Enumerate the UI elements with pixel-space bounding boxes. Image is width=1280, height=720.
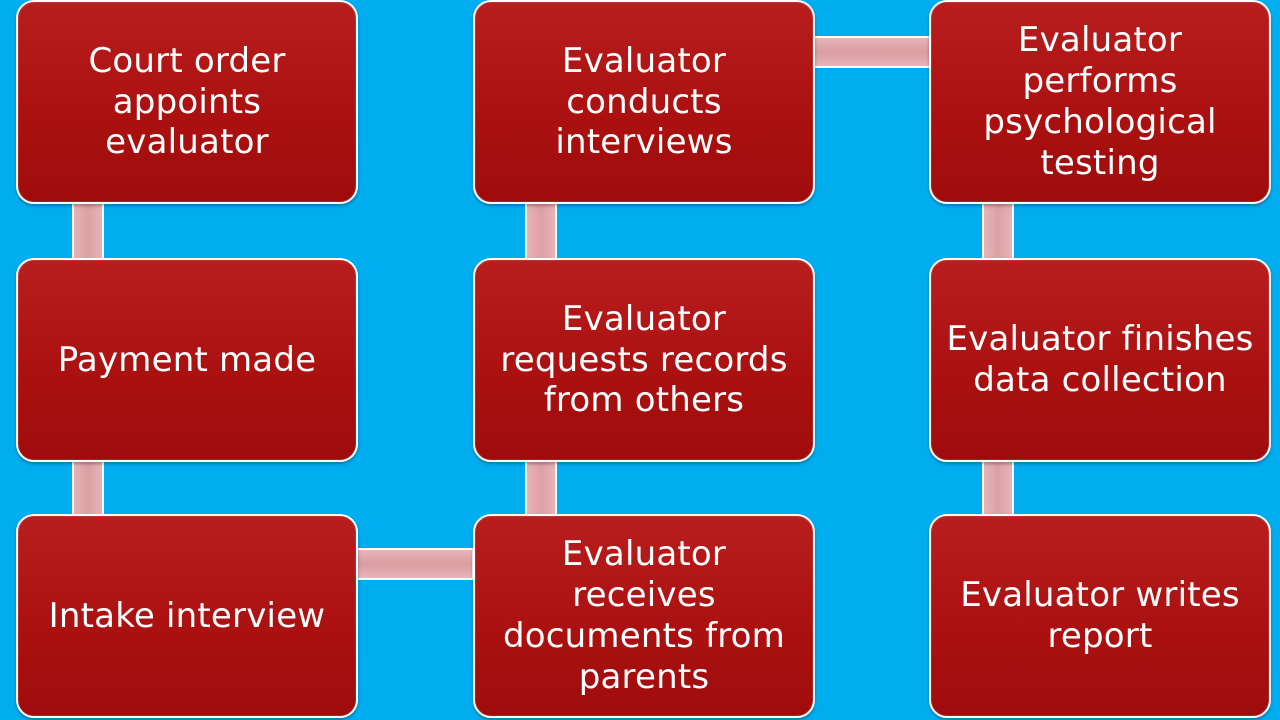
connector-documents-to-records: [525, 459, 557, 517]
step-label: Payment made: [57, 339, 317, 380]
step-evaluator-writes-report: Evaluator writes report: [929, 514, 1271, 718]
step-intake-interview: Intake interview: [16, 514, 358, 718]
step-evaluator-finishes-data-collection: Evaluator finishes data collection: [929, 258, 1271, 462]
connector-records-to-interviews: [525, 202, 557, 260]
step-evaluator-conducts-interviews: Evaluator conducts interviews: [473, 0, 815, 204]
step-payment-made: Payment made: [16, 258, 358, 462]
connector-interviews-to-testing: [812, 36, 932, 68]
step-label: Evaluator requests records from others: [500, 298, 788, 421]
step-evaluator-receives-documents: Evaluator receives documents from parent…: [473, 514, 815, 718]
step-court-order-appoints-evaluator: Court order appoints evaluator: [16, 0, 358, 204]
step-label: Evaluator writes report: [960, 575, 1240, 656]
connector-payment-to-intake: [72, 459, 104, 517]
connector-intake-to-documents: [356, 548, 474, 580]
connector-court-order-to-payment: [72, 202, 104, 260]
connector-testing-to-data-collection: [982, 202, 1014, 260]
step-label: Evaluator receives documents from parent…: [503, 534, 785, 697]
step-label: Evaluator finishes data collection: [946, 319, 1254, 400]
connector-data-collection-to-report: [982, 459, 1014, 517]
step-label: Evaluator conducts interviews: [555, 40, 733, 163]
step-evaluator-requests-records: Evaluator requests records from others: [473, 258, 815, 462]
step-label: Evaluator performs psychological testing: [983, 20, 1217, 183]
step-evaluator-performs-psychological-testing: Evaluator performs psychological testing: [929, 0, 1271, 204]
step-label: Court order appoints evaluator: [88, 40, 286, 163]
step-label: Intake interview: [48, 595, 326, 636]
